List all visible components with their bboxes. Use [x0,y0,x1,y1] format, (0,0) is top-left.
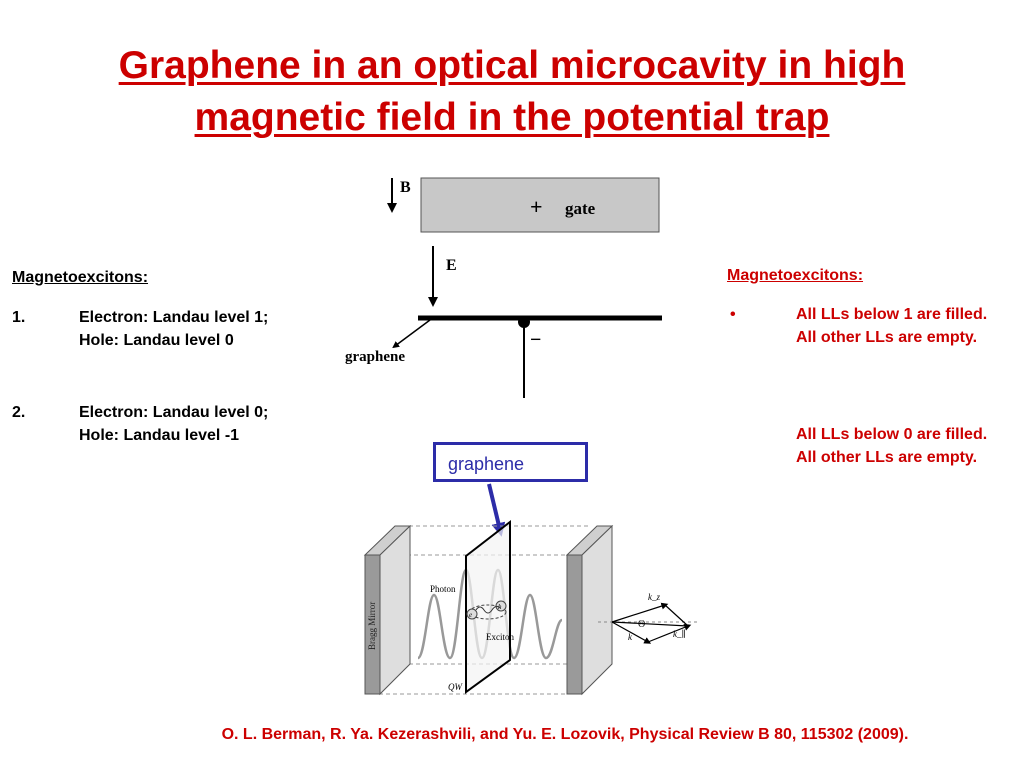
gate-diagram: B + gate E − graphene [345,177,662,398]
electron-dot [466,608,478,620]
graphene-pointer [392,319,431,349]
list-item-line: Hole: Landau level 0 [79,332,234,349]
bullet-item-text: All LLs below 0 are filled. All other LL… [796,426,988,466]
left-heading: Magnetoexcitons: [12,269,149,286]
triangle-edge [664,604,689,627]
cavity-diagram: Bragg Mirror Photon Exciton QW e h k_z Θ… [363,519,700,696]
graphene-label: graphene [345,349,405,365]
title-line-2: magnetic field in the potential trap [194,96,830,139]
quantum-well-plate [465,519,511,694]
photon-squiggle [475,605,501,614]
bullet-icon: • [730,306,736,323]
list-item-body: Electron: Landau level 0; Hole: Landau l… [79,401,268,447]
right-mirror-front [566,554,583,695]
plus-label: + [530,194,543,219]
citation: O. L. Berman, R. Ya. Kezerashvili, and Y… [221,726,909,743]
qw-label: QW [448,682,463,692]
theta-label: Θ [638,619,645,630]
title-line-1: Graphene in an optical microcavity in hi… [118,44,906,87]
right-heading: Magnetoexcitons: [727,267,864,284]
list-item-body: Electron: Landau level 1; Hole: Landau l… [79,306,268,352]
list-item-line: Hole: Landau level -1 [79,427,240,444]
minus-label: − [530,329,541,351]
e-label: E [446,257,457,274]
b-label: B [400,179,411,196]
exciton-label: Exciton [486,632,514,642]
list-item-line: Electron: Landau level 0; [79,404,269,421]
list-item-number: 1. [12,309,26,326]
triangle-base [611,621,689,627]
k-vector [611,621,652,644]
gate-label: gate [565,199,596,218]
electron-label: e [469,611,472,619]
k-label: k [628,632,633,642]
hole-label: h [498,603,502,611]
kpar-vector [647,624,692,643]
callout-arrow [487,483,506,537]
gate-plate [420,177,660,233]
bullet-item-text: All LLs below 1 are filled. All other LL… [796,306,988,346]
kz-label: k_z [648,592,660,602]
right-mirror-side [581,524,613,696]
kpar-label: k_∥ [673,629,686,639]
kz-vector [611,602,669,623]
list-item-line: Electron: Landau level 1; [79,309,269,326]
page-title: Graphene in an optical microcavity in hi… [0,40,1024,144]
graphene-callout: graphene [433,442,588,482]
photon-label: Photon [430,584,456,594]
left-mirror-side [379,524,411,696]
list-item-number: 2. [12,404,26,421]
mirror-label: Bragg Mirror [367,602,377,650]
